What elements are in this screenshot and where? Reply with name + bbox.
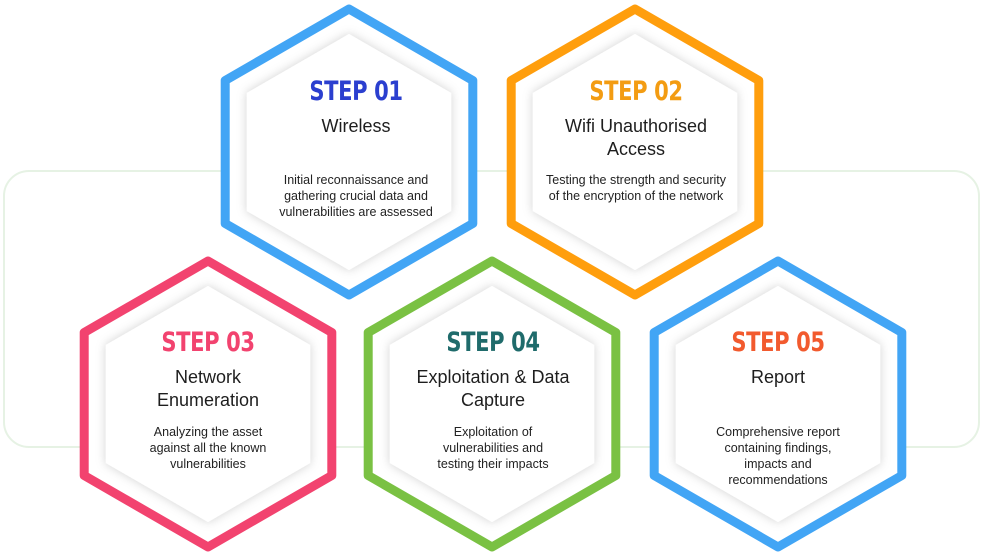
step-label: STEP 03 [161,327,255,358]
hexagon-inner-1 [246,34,452,270]
step-description: Exploitation of vulnerabilities and test… [437,425,549,471]
step-title: Wireless [321,116,391,136]
hexagon-inner-3 [105,286,311,522]
step-title: Report [750,367,806,387]
step-label: STEP 02 [589,76,683,107]
step-card-05: STEP 05 Report Comprehensive report cont… [668,326,888,506]
step-title: Exploitation & Data Capture [416,367,570,410]
hexagon-inner-5 [675,286,881,522]
step-label: STEP 01 [309,76,403,107]
step-label: STEP 05 [731,327,825,358]
step-description: Analyzing the asset against all the know… [149,425,267,471]
step-title: Network Enumeration [156,367,260,410]
step-description: Comprehensive report containing findings… [716,425,840,487]
step-title: Wifi Unauthorised Access [564,116,708,159]
step-card-01: STEP 01 Wireless Initial reconnaissance … [246,75,466,255]
hexagon-inner-2 [532,34,738,270]
step-description: Testing the strength and security of the… [546,173,726,203]
step-card-02: STEP 02 Wifi Unauthorised Access Testing… [526,75,746,255]
step-card-03: STEP 03 Network Enumeration Analyzing th… [98,326,318,506]
step-card-04: STEP 04 Exploitation & Data Capture Expl… [383,326,603,506]
hexagon-inner-4 [389,286,595,522]
step-description: Initial reconnaissance and gathering cru… [279,173,433,219]
step-label: STEP 04 [446,327,540,358]
